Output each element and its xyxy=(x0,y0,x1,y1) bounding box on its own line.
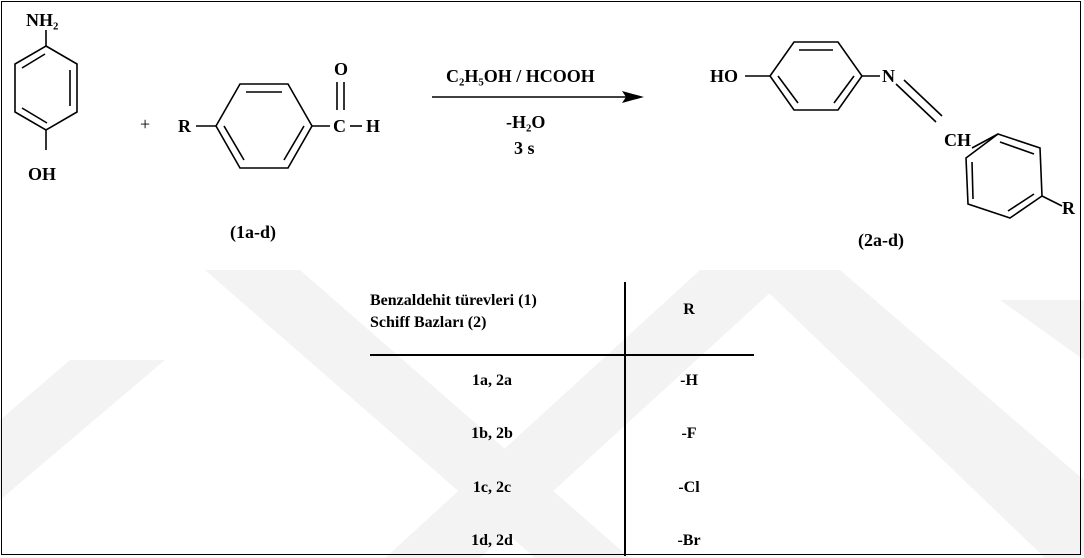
product-double-bond xyxy=(971,161,974,200)
table-header-line2: Schiff Bazları (2) xyxy=(370,314,487,331)
reactant1-double-bond xyxy=(21,53,46,69)
product-compound-label: (2a-d) xyxy=(858,230,904,251)
product-double-bond xyxy=(999,141,1035,155)
reactant2-aldehyde-hydrogen: H xyxy=(366,116,380,136)
product-imine-nitrogen: N xyxy=(882,66,895,86)
reactant2-benzene-ring xyxy=(215,83,313,169)
reactant2-carbonyl-carbon: C xyxy=(333,116,346,136)
table-vertical-divider xyxy=(624,282,626,556)
condition-solvent: C₂H₅OH / HCOOH xyxy=(446,66,595,86)
table-row-substituent: -Br xyxy=(677,532,701,549)
table-header-line1: Benzaldehit türevleri (1) xyxy=(370,292,537,309)
product-hydroxyl-label: HO xyxy=(710,66,738,86)
table-row-substituent: -Cl xyxy=(678,479,700,496)
product-schiff-base: HO N CH R xyxy=(710,41,1076,219)
reactant1-benzene-ring xyxy=(14,45,78,131)
product-ring-r-bond xyxy=(1041,195,1063,207)
table-row-substituent: -H xyxy=(680,372,698,389)
table-row-compounds: 1a, 2a xyxy=(472,372,512,389)
substituent-table: Benzaldehit türevleri (1) Schiff Bazları… xyxy=(360,282,760,558)
reactant2-r-label: R xyxy=(178,116,192,136)
product-aryl-ring xyxy=(965,133,1043,219)
reactant2-double-bond xyxy=(283,125,305,161)
table-row-compounds: 1c, 2c xyxy=(472,479,512,496)
plus-sign: + xyxy=(140,114,150,134)
reactant2-benzaldehyde: R O C H xyxy=(178,59,380,169)
condition-time: 3 s xyxy=(514,138,535,158)
table-header-r: R xyxy=(683,301,695,318)
reactant2-compound-label: (1a-d) xyxy=(230,222,276,243)
product-n-c-double-bond xyxy=(895,83,937,123)
reactant1-aminophenol: NH₂ OH xyxy=(14,10,78,184)
table-header-divider xyxy=(370,354,754,356)
table-row-compounds: 1b, 2b xyxy=(471,425,513,442)
table-row-compounds: 1d, 2d xyxy=(471,532,513,549)
product-double-bond xyxy=(777,75,799,104)
reaction-arrow-group: C₂H₅OH / HCOOH -H₂O 3 s xyxy=(432,66,644,158)
table-row-substituent: -F xyxy=(681,425,697,442)
product-imine-ch: CH xyxy=(944,130,971,150)
product-r-label: R xyxy=(1062,198,1076,218)
reactant1-double-bond xyxy=(21,107,48,124)
reaction-arrowhead xyxy=(622,91,644,103)
reaction-scheme: NH₂ OH + R O C H (1a-d) C₂H₅OH / HCOOH - xyxy=(14,10,1076,251)
product-double-bond xyxy=(1007,193,1035,212)
condition-byproduct: -H₂O xyxy=(506,112,545,132)
product-double-bond xyxy=(833,75,855,104)
reactant1-hydroxyl-group: OH xyxy=(28,164,56,184)
product-phenol-ring xyxy=(769,41,863,111)
reactant2-carbonyl-oxygen: O xyxy=(334,59,348,79)
reactant1-amino-group: NH₂ xyxy=(26,10,58,30)
product-n-c-double-bond xyxy=(903,79,943,117)
table-header-compounds: Benzaldehit türevleri (1) Schiff Bazları… xyxy=(370,290,537,334)
reactant2-double-bond xyxy=(223,125,245,161)
